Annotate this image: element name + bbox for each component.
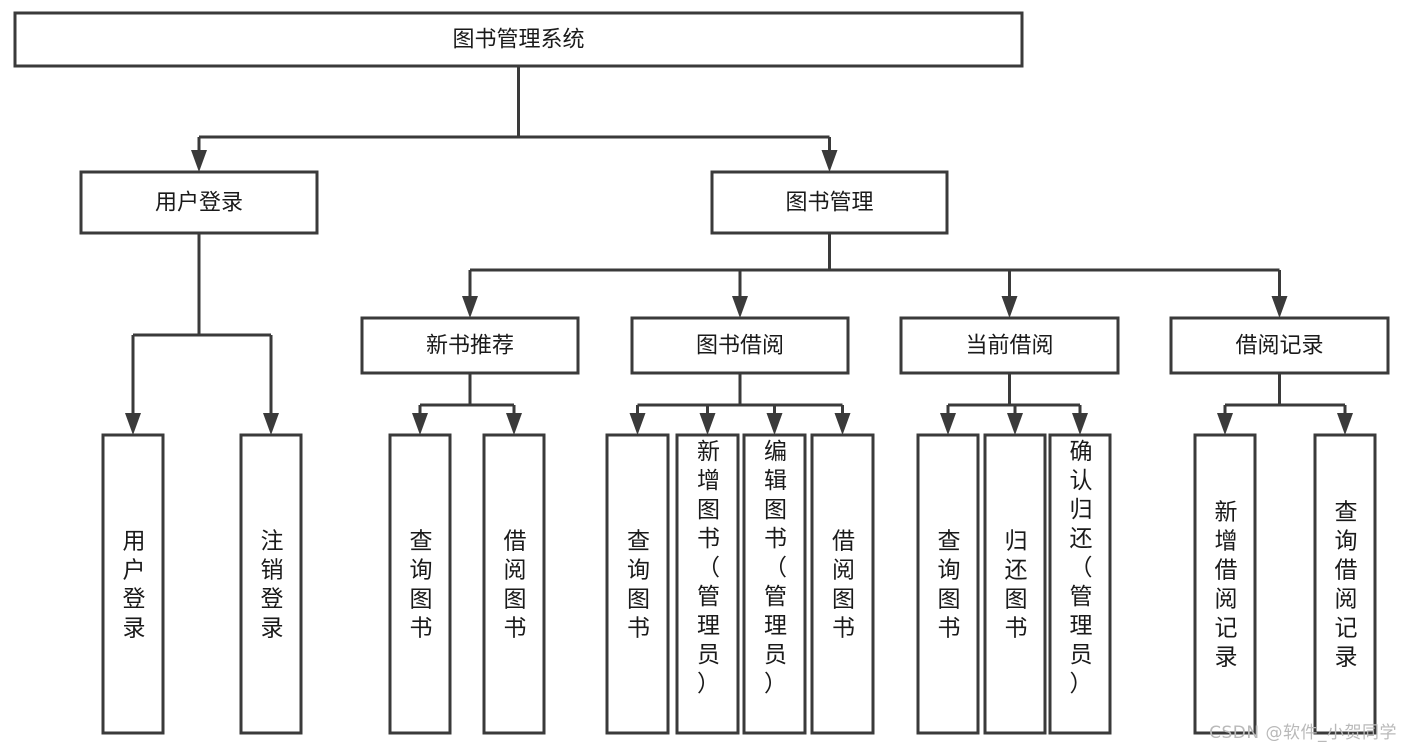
root-node[interactable]: 图书管理系统 xyxy=(13,11,1024,68)
level3-node-3[interactable]: 借阅记录 xyxy=(1169,316,1390,375)
node-rect xyxy=(101,433,165,735)
arrowhead-icon xyxy=(412,413,428,435)
node-label: 查询图书 xyxy=(410,529,433,642)
node-label: 用户登录 xyxy=(155,191,243,216)
leaf-node-12[interactable]: 查询借阅记录 xyxy=(1313,433,1377,735)
node-rect xyxy=(482,433,546,735)
node-label: 图书借阅 xyxy=(696,334,784,359)
leaf-node-11[interactable]: 新增借阅记录 xyxy=(1193,433,1257,735)
node-rect xyxy=(710,170,949,235)
level2-node-1[interactable]: 图书管理 xyxy=(710,170,949,235)
leaf-node-9[interactable]: 归还图书 xyxy=(983,433,1047,735)
arrowhead-icon xyxy=(263,413,279,435)
node-label: 确认归还（管理员） xyxy=(1070,439,1093,697)
arrowhead-icon xyxy=(1217,413,1233,435)
arrowhead-icon xyxy=(1072,413,1088,435)
node-rect xyxy=(899,316,1120,375)
node-label: 编辑图书（管理员） xyxy=(764,439,787,697)
node-label: 当前借阅 xyxy=(965,334,1053,359)
leaf-node-0[interactable]: 用户登录 xyxy=(101,433,165,735)
arrowhead-icon xyxy=(834,413,851,435)
node-label: 新书推荐 xyxy=(426,334,514,359)
level3-node-0[interactable]: 新书推荐 xyxy=(360,316,580,375)
node-rect xyxy=(1169,316,1390,375)
level3-node-2[interactable]: 当前借阅 xyxy=(899,316,1120,375)
leaf-node-4[interactable]: 查询图书 xyxy=(605,433,670,735)
node-label: 查询图书 xyxy=(627,529,650,642)
node-rect xyxy=(983,433,1047,735)
node-label: 查询借阅记录 xyxy=(1335,500,1358,671)
leaf-node-8[interactable]: 查询图书 xyxy=(916,433,980,735)
leaf-node-2[interactable]: 查询图书 xyxy=(388,433,452,735)
arrowhead-icon xyxy=(506,413,522,435)
arrowhead-icon xyxy=(766,413,783,435)
arrowhead-icon xyxy=(125,413,141,435)
node-rect xyxy=(360,316,580,375)
node-label: 新增借阅记录 xyxy=(1215,500,1238,671)
node-label: 借阅图书 xyxy=(832,529,855,642)
level2-node-0[interactable]: 用户登录 xyxy=(79,170,319,235)
connector-layer xyxy=(125,66,1353,435)
arrowhead-icon xyxy=(462,296,478,318)
node-rect xyxy=(239,433,303,735)
node-rect xyxy=(742,433,807,735)
node-rect xyxy=(1313,433,1377,735)
node-rect xyxy=(79,170,319,235)
node-label: 用户登录 xyxy=(123,529,146,642)
node-label: 注销登录 xyxy=(261,529,284,642)
node-rect xyxy=(605,433,670,735)
node-label: 查询图书 xyxy=(938,529,961,642)
arrowhead-icon xyxy=(1007,413,1023,435)
leaf-node-6[interactable]: 编辑图书（管理员） xyxy=(742,433,807,735)
node-label: 新增图书（管理员） xyxy=(697,439,720,697)
node-rect xyxy=(388,433,452,735)
arrowhead-icon xyxy=(629,413,646,435)
arrowhead-icon xyxy=(1271,296,1288,318)
leaf-node-1[interactable]: 注销登录 xyxy=(239,433,303,735)
node-rect xyxy=(675,433,740,735)
node-label: 归还图书 xyxy=(1005,529,1028,642)
arrowhead-icon xyxy=(940,413,956,435)
node-label: 图书管理系统 xyxy=(452,28,584,53)
leaf-node-10[interactable]: 确认归还（管理员） xyxy=(1048,433,1112,735)
node-label: 借阅图书 xyxy=(504,529,527,642)
arrowhead-icon xyxy=(1001,296,1018,318)
node-layer: 图书管理系统用户登录图书管理新书推荐图书借阅当前借阅借阅记录用户登录注销登录查询… xyxy=(13,11,1390,735)
level3-node-1[interactable]: 图书借阅 xyxy=(630,316,850,375)
node-rect xyxy=(810,433,875,735)
arrowhead-icon xyxy=(1337,413,1353,435)
node-rect xyxy=(916,433,980,735)
node-rect xyxy=(1048,433,1112,735)
leaf-node-3[interactable]: 借阅图书 xyxy=(482,433,546,735)
node-label: 图书管理 xyxy=(785,191,873,216)
arrowhead-icon xyxy=(821,150,838,172)
arrowhead-icon xyxy=(699,413,716,435)
arrowhead-icon xyxy=(191,150,207,172)
node-rect xyxy=(13,11,1024,68)
node-rect xyxy=(630,316,850,375)
arrowhead-icon xyxy=(732,296,748,318)
leaf-node-5[interactable]: 新增图书（管理员） xyxy=(675,433,740,735)
node-label: 借阅记录 xyxy=(1235,334,1323,359)
node-rect xyxy=(1193,433,1257,735)
leaf-node-7[interactable]: 借阅图书 xyxy=(810,433,875,735)
